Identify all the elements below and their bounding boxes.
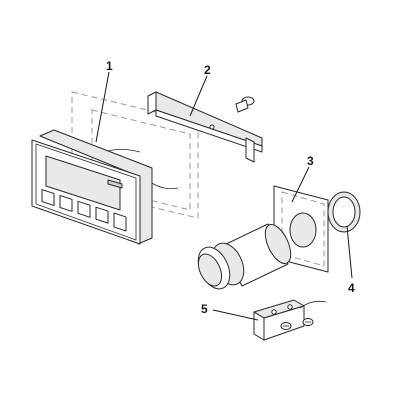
nut-ring [327, 191, 361, 233]
bracket-screw [235, 96, 255, 113]
leader-line-1 [95, 71, 110, 143]
bracket-bar-front [155, 109, 263, 153]
cylinder-back-end [264, 224, 292, 264]
cylinder-lens [197, 253, 223, 287]
meter-key-2 [59, 194, 73, 212]
screw-shank [235, 99, 249, 113]
callout-2: 2 [204, 63, 211, 77]
leader-line-5 [212, 309, 259, 321]
callout-labels: 1 2 3 4 5 [106, 59, 355, 316]
callout-4: 4 [348, 281, 355, 295]
leader-lines [95, 71, 353, 321]
leader-line-4 [346, 225, 353, 279]
meter-cable-right [149, 181, 179, 190]
meter-key-1 [41, 189, 55, 207]
nut-ring-inner [332, 196, 356, 228]
cylinder-sensor [197, 223, 292, 290]
meter-key-5 [113, 212, 127, 232]
meter-key-3 [77, 200, 91, 218]
outer-panel-frame [71, 91, 199, 219]
meter-bezel-inner [35, 143, 137, 241]
gasket-hole [289, 212, 317, 248]
connector-hole-2 [287, 304, 293, 310]
leader-line-2 [189, 75, 208, 117]
meter-display-window [45, 155, 121, 211]
mounting-bracket [147, 91, 263, 163]
leader-line-3 [291, 166, 310, 203]
bracket-left-flange [147, 91, 157, 115]
bracket-hole [209, 124, 215, 130]
callout-1: 1 [106, 59, 113, 73]
meter-key-4 [95, 206, 109, 224]
panel-meter [31, 129, 179, 245]
callout-3: 3 [307, 154, 314, 168]
callout-5: 5 [201, 302, 208, 316]
connector-block [253, 299, 327, 341]
meter-brand-mark [107, 179, 123, 189]
connector-hole-1 [271, 309, 277, 315]
bracket-right-flange [245, 137, 255, 163]
connector-cable [299, 300, 327, 309]
